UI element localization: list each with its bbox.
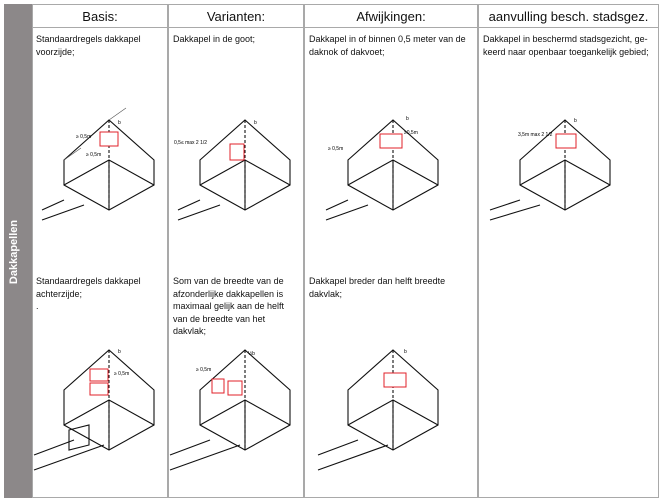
house-drawing-varianten-front: 0,5≤ max 2 1/2 b xyxy=(174,119,291,221)
header-basis: Basis: xyxy=(32,4,168,28)
dim-afwijkingen-front-top: b xyxy=(406,116,409,122)
header-aanvulling-text: aanvulling besch. stadsgez. xyxy=(488,8,649,24)
dim-basis-rear-right: ≥ 0,5m xyxy=(114,371,129,377)
house-drawing-basis-rear: ≥ 0,5m b xyxy=(33,349,155,471)
dim-basis-rear-top: b xyxy=(118,349,121,355)
text-varianten-row1: Dakkapel in de goot; xyxy=(173,34,256,44)
dim-afwijkingen-rear-top: b xyxy=(404,349,407,355)
text-basis-row2-extra: . xyxy=(36,301,39,311)
dim-varianten-front-left: 0,5≤ max 2 1/2 xyxy=(174,140,207,146)
column-varianten xyxy=(168,28,304,498)
dim-aanvulling-front-left: 3,5m max 2 1/2 xyxy=(518,132,553,138)
text-afwijkingen-row1: Dakkapel in of binnen 0,5 meter van de d… xyxy=(309,34,466,57)
sidebar xyxy=(4,4,32,498)
header-afwijkingen: Afwijkingen: xyxy=(304,4,478,28)
house-drawing-varianten-rear: ≥ 0,5m ½b xyxy=(169,349,291,471)
header-basis-text: Basis: xyxy=(82,8,118,24)
header-varianten: Varianten: xyxy=(168,4,304,28)
dim-varianten-front-top: b xyxy=(254,120,257,126)
house-drawing-afwijkingen-rear: b xyxy=(317,349,439,471)
text-basis-row2: Standaardregels dakkapel achterzijde; xyxy=(36,276,141,299)
column-afwijkingen xyxy=(304,28,478,498)
header-afwijkingen-text: Afwijkingen: xyxy=(356,8,426,24)
house-drawing-afwijkingen-front: ≥0,5m ≥ 0,5m b xyxy=(325,116,439,221)
header-varianten-text: Varianten: xyxy=(206,8,266,24)
sidebar-label: Dakkapellen xyxy=(8,219,20,285)
text-afwijkingen-row2: Dakkapel breder dan helft breedte dakvla… xyxy=(309,276,446,299)
dim-basis-front-top: b xyxy=(118,120,121,126)
dim-varianten-rear-left: ≥ 0,5m xyxy=(196,367,211,373)
house-drawing-basis-front: ≥ 0,5m b ≥ 0,5m xyxy=(41,107,155,221)
column-basis xyxy=(32,28,168,498)
dim-basis-front-bottom: ≥ 0,5m xyxy=(86,152,101,158)
dim-afwijkingen-front-right: ≥0,5m xyxy=(404,130,418,136)
dim-aanvulling-front-top: b xyxy=(574,118,577,124)
dim-afwijkingen-front-left: ≥ 0,5m xyxy=(328,146,343,152)
text-basis-row1: Standaardregels dakkapel voorzijde; xyxy=(36,34,141,57)
header-aanvulling: aanvulling besch. stadsgez. xyxy=(478,4,659,28)
dim-varianten-rear-top: ½b xyxy=(248,350,255,357)
text-varianten-row2: Som van de breedte van de afzonderlijke … xyxy=(173,276,285,336)
column-aanvulling xyxy=(478,28,659,498)
dim-basis-front-left: ≥ 0,5m xyxy=(76,134,91,140)
house-drawing-aanvulling-front: 3,5m max 2 1/2 b xyxy=(489,118,611,221)
text-aanvulling-row1: Dakkapel in beschermd stadsgezicht, ge-k… xyxy=(483,34,649,57)
